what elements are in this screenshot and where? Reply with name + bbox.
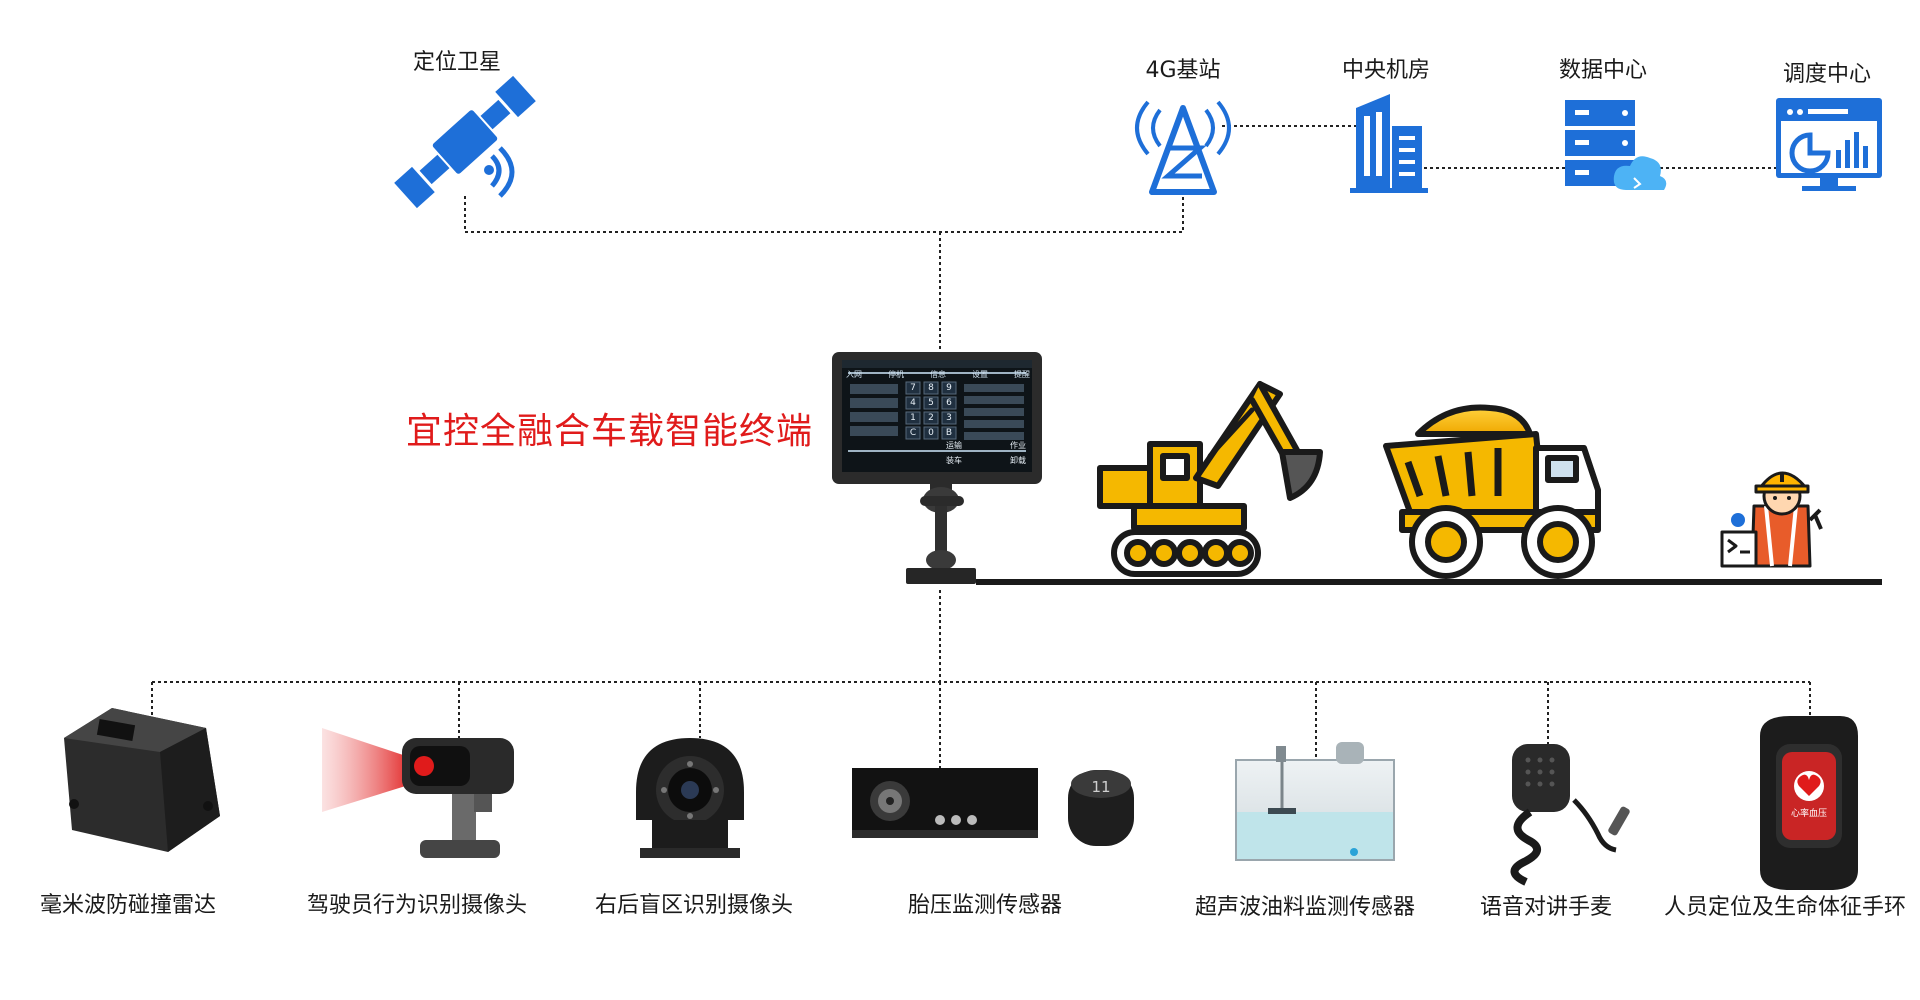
screen-tab: 信息 bbox=[930, 370, 946, 379]
driver-camera-device bbox=[322, 728, 514, 858]
screen-tab: 停机 bbox=[888, 370, 904, 379]
terminal-screen-tabs: 入网 停机 信息 设置 提醒 bbox=[846, 369, 1030, 380]
keypad-key: 2 bbox=[928, 413, 934, 423]
label-intercom-mic: 语音对讲手麦 bbox=[1479, 895, 1613, 920]
label-base-station: 4G基站 bbox=[1145, 58, 1221, 83]
keypad-key: 4 bbox=[910, 398, 916, 408]
label-wristband: 人员定位及生命体征手环 bbox=[1663, 895, 1907, 920]
dispatch-center-icon bbox=[1776, 98, 1882, 191]
fuel-sensor-device bbox=[1235, 742, 1395, 861]
terminal-screen-buttons-upper: 运输 作业 bbox=[946, 440, 1026, 451]
excavator-icon bbox=[1097, 381, 1323, 577]
blind-spot-camera-device bbox=[636, 738, 744, 858]
satellite-icon bbox=[394, 75, 536, 209]
keypad-key: 8 bbox=[928, 383, 934, 393]
wristband-device bbox=[1760, 716, 1858, 890]
terminal-keypad: 7 8 9 4 5 6 1 2 3 C 0 B bbox=[906, 382, 956, 439]
screen-button: 作业 bbox=[1010, 441, 1026, 450]
keypad-key: B bbox=[945, 428, 953, 438]
data-center-icon bbox=[1565, 100, 1667, 190]
screen-button: 装车 bbox=[946, 456, 962, 465]
worker-icon bbox=[1720, 471, 1823, 568]
keypad-key: 5 bbox=[928, 398, 934, 408]
keypad-key: 1 bbox=[910, 413, 916, 423]
label-blind-spot-camera: 右后盲区识别摄像头 bbox=[594, 893, 794, 918]
intercom-mic-device bbox=[1510, 744, 1630, 886]
label-dispatch-center: 调度中心 bbox=[1782, 62, 1872, 87]
label-fuel-sensor: 超声波油料监测传感器 bbox=[1194, 895, 1416, 920]
label-radar: 毫米波防碰撞雷达 bbox=[39, 893, 217, 918]
keypad-key: C bbox=[909, 428, 917, 438]
vehicle-terminal bbox=[832, 352, 1042, 584]
dump-truck-icon bbox=[1383, 404, 1601, 579]
screen-tab: 提醒 bbox=[1014, 370, 1030, 379]
screen-button: 运输 bbox=[946, 441, 962, 450]
radar-device bbox=[64, 708, 220, 852]
terminal-title: 宜控全融合车载智能终端 bbox=[406, 411, 814, 452]
label-driver-camera: 驾驶员行为识别摄像头 bbox=[306, 893, 528, 918]
keypad-key: 7 bbox=[910, 383, 916, 393]
machine-room-icon bbox=[1350, 94, 1428, 193]
tpms-sensor-badge: 11 bbox=[1091, 778, 1111, 796]
screen-tab: 设置 bbox=[972, 370, 988, 379]
tpms-receiver-device bbox=[852, 768, 1038, 838]
keypad-key: 0 bbox=[928, 428, 934, 438]
screen-button: 卸载 bbox=[1010, 456, 1026, 465]
tpms-sensor-device bbox=[1068, 770, 1134, 846]
label-satellite: 定位卫星 bbox=[412, 50, 502, 75]
keypad-key: 6 bbox=[946, 398, 952, 408]
keypad-key: 9 bbox=[946, 383, 952, 393]
screen-tab: 入网 bbox=[846, 370, 862, 379]
wristband-screen-text: 心率血压 bbox=[1790, 809, 1827, 819]
label-machine-room: 中央机房 bbox=[1341, 58, 1431, 83]
keypad-key: 3 bbox=[946, 413, 952, 423]
link-satellite-terminal bbox=[464, 196, 1184, 233]
base-station-icon bbox=[1135, 100, 1231, 195]
label-data-center: 数据中心 bbox=[1558, 58, 1648, 83]
terminal-screen-buttons: 装车 卸载 bbox=[946, 455, 1026, 466]
label-tpms: 胎压监测传感器 bbox=[907, 893, 1063, 918]
